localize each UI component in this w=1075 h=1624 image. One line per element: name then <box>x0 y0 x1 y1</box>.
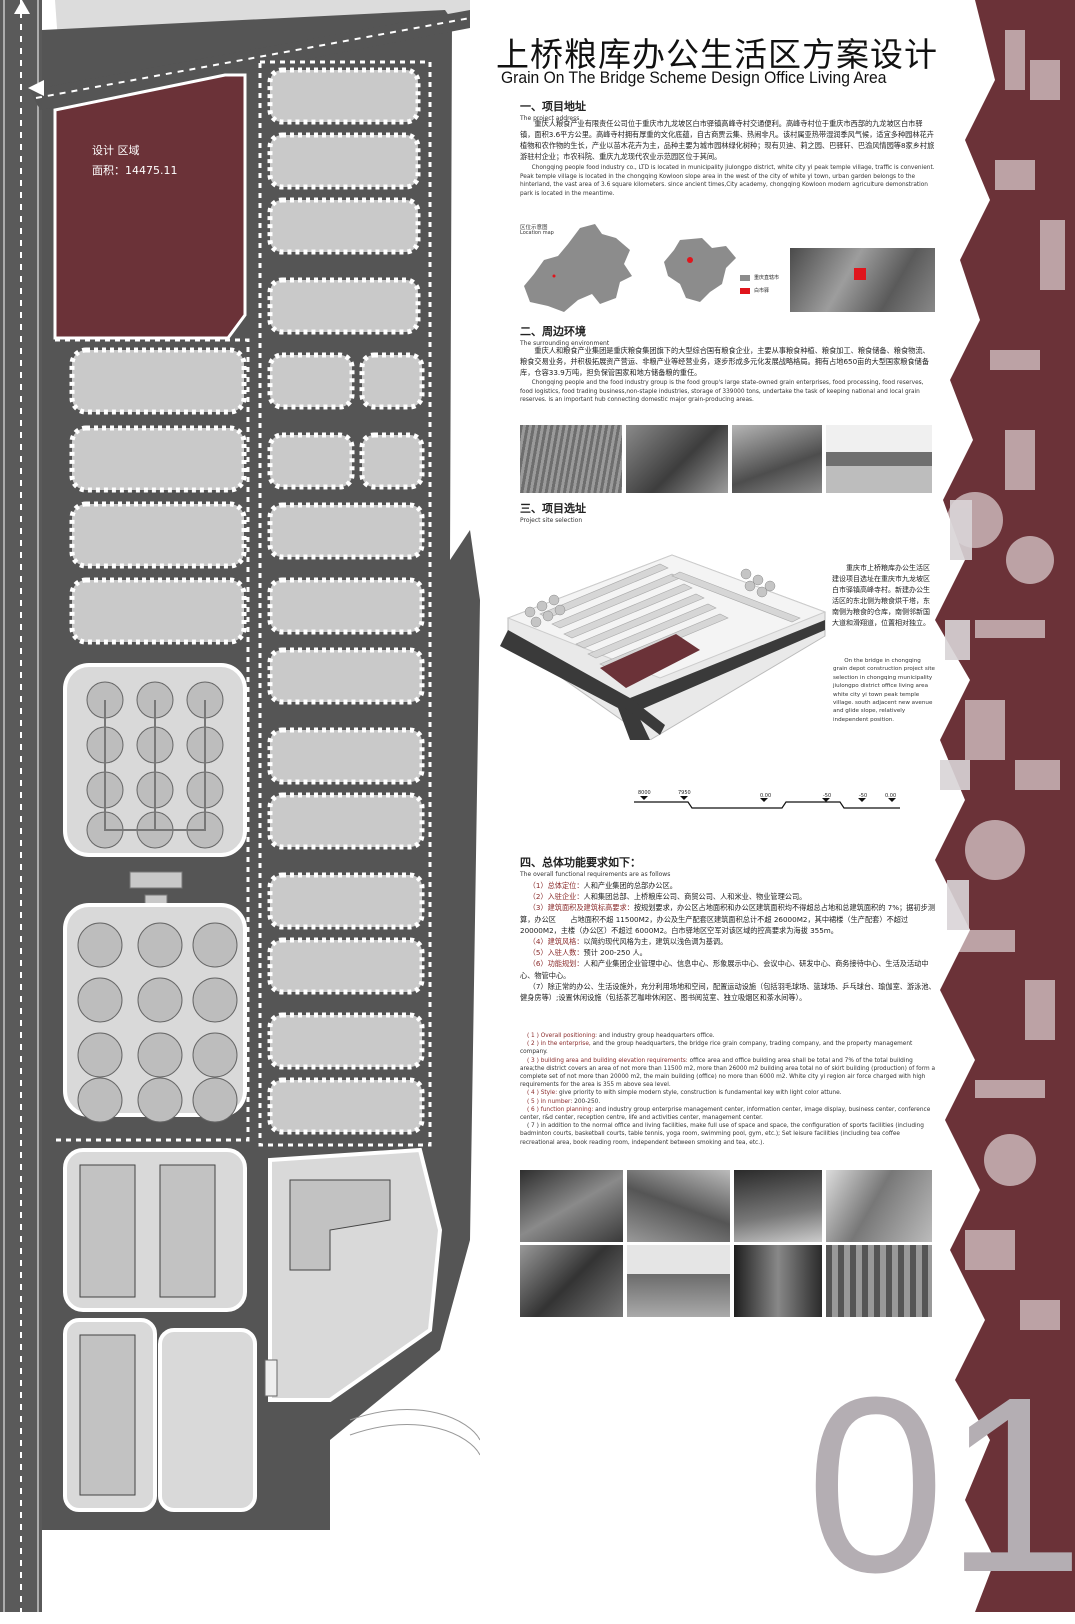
site-plan <box>0 0 480 1612</box>
legend-label-baishiyi: 白市驿 <box>754 288 770 294</box>
office-photo-8 <box>826 1245 932 1317</box>
direction-arrow-icon <box>28 80 44 96</box>
industrial-silhouette-decoration <box>935 0 1075 1612</box>
photo-harvest <box>626 425 728 493</box>
section-profile <box>634 796 900 809</box>
requirements-list-cn: （1）总体定位：人和产业集团的总部办公区。 （2）入驻企业：人和集团总部、上桥粮… <box>520 881 936 1003</box>
section1-heading: 一、项目地址 <box>520 100 586 113</box>
site-3d-model <box>500 554 827 740</box>
photo-wheat-field <box>520 425 622 493</box>
page-title-en: Grain On The Bridge Scheme Design Office… <box>501 68 887 87</box>
section1-body-en: Chongqing people food industry co., LTD … <box>520 165 935 197</box>
district-map <box>664 238 736 302</box>
office-photo-4 <box>826 1170 932 1242</box>
site-marker <box>854 268 866 280</box>
design-zone <box>53 73 247 340</box>
office-photo-5 <box>520 1245 623 1317</box>
site-selection-text-en: On the bridge in chongqing grain depot c… <box>833 658 935 723</box>
section2-body-en: Chongqing people and the food industry g… <box>520 380 924 404</box>
design-zone-3d <box>600 634 700 688</box>
level-mark-1: 8000 <box>638 790 651 796</box>
silo-area-2 <box>63 903 247 1123</box>
office-photo-2 <box>627 1170 730 1242</box>
section3-heading-en: Project site selection <box>520 517 583 524</box>
site-selection-text: 重庆市上桥粮库办公生活区建设项目选址在重庆市九龙坡区白市驿镇高峰寺村。新建办公生… <box>832 564 930 627</box>
aerial-photo <box>790 248 935 312</box>
photo-warehouse <box>826 425 932 493</box>
office-photo-1 <box>520 1170 623 1242</box>
legend-swatch-chongqing <box>740 275 750 281</box>
section2-body: 重庆人和粮食产业集团是重庆粮食集团旗下的大型综合国有粮食企业，主要从事粮食种植、… <box>520 346 930 377</box>
photo-processing <box>732 425 822 493</box>
office-photo-7 <box>734 1245 822 1317</box>
north-arrow-icon <box>14 0 30 14</box>
section2-heading: 二、周边环境 <box>520 325 586 338</box>
section4-heading: 四、总体功能要求如下： <box>520 856 641 869</box>
legend-swatch-baishiyi <box>740 288 750 294</box>
section1-heading-en: The project address <box>520 115 580 122</box>
warehouse-blocks <box>69 67 425 1135</box>
level-mark-5: -50 <box>859 793 868 799</box>
map-caption: 区位示意图 <box>520 225 548 231</box>
section4-heading-en: The overall functional requirements are … <box>520 871 671 878</box>
level-mark-3: 0.00 <box>760 793 772 799</box>
section3-heading: 三、项目选址 <box>520 502 586 515</box>
page-number: 01 <box>806 1345 1075 1624</box>
level-mark-6: 0.00 <box>885 793 897 799</box>
section1-body: 重庆人粮食产业有限责任公司位于重庆市九龙坡区白市驿镇高峰寺村交通便利。高峰寺村位… <box>520 119 935 161</box>
level-mark-2: 7950 <box>678 790 691 796</box>
map-caption-en: Location map <box>520 230 554 236</box>
section2-heading-en: The surrounding environment <box>520 340 610 347</box>
zone-area-label: 面积：14475.11 <box>92 164 178 177</box>
office-photo-6 <box>627 1245 730 1317</box>
section-project-address: 一、项目地址 The project address <box>520 98 936 122</box>
zone-label: 设计 区域 <box>92 144 140 157</box>
office-photo-3 <box>734 1170 822 1242</box>
page-title-cn: 上桥粮库办公生活区方案设计 <box>496 35 938 74</box>
chongqing-map <box>524 224 632 312</box>
level-mark-4: -50 <box>823 793 832 799</box>
legend-label-chongqing: 重庆直辖市 <box>754 275 780 281</box>
silo-area-1 <box>63 663 247 857</box>
requirements-list-en: ( 1 ) Overall positioning: and industry … <box>520 1033 936 1146</box>
